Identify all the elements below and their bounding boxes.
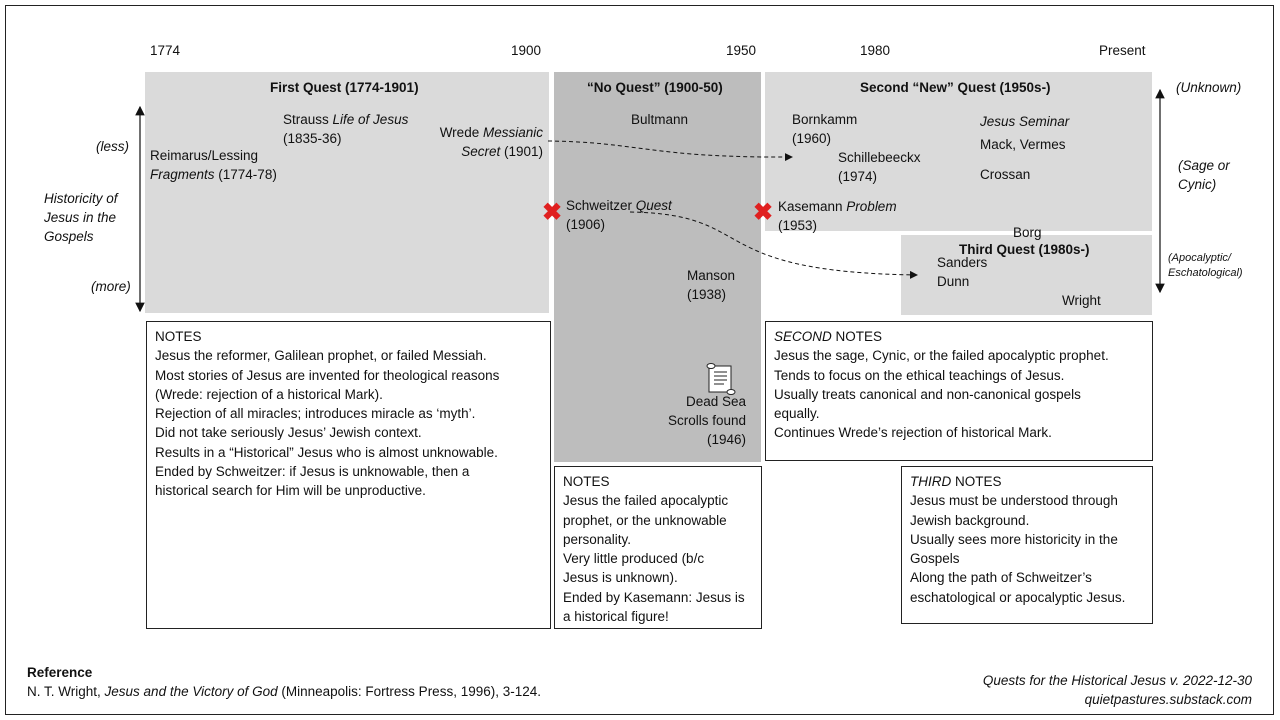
manson-entry: Manson (1938) (687, 268, 736, 302)
scroll-icon (706, 363, 736, 395)
footer-site: quietpastures.substack.com (1084, 692, 1252, 707)
third-quest-panel (901, 235, 1152, 315)
no-quest-notes-box: NOTES Jesus the failed apocalyptic proph… (554, 466, 762, 629)
second-quest-panel (765, 72, 1152, 231)
reference-heading: Reference (27, 665, 93, 680)
schillebeeckx-entry: Schillebeeckx (1974) (838, 150, 921, 184)
jesus-seminar-entry: Jesus Seminar (980, 114, 1070, 129)
axis-apocalyptic-label: (Apocalyptic/ Eschatological) (1168, 252, 1243, 279)
axis-unknown-label: (Unknown) (1176, 80, 1242, 95)
first-notes-box: NOTES Jesus the reformer, Galilean proph… (146, 321, 551, 629)
third-quest-title: Third Quest (1980s-) (959, 242, 1090, 257)
first-quest-title: First Quest (1774-1901) (270, 80, 419, 95)
bultmann-entry: Bultmann (631, 112, 689, 127)
wrede-arrow (547, 140, 793, 162)
no-quest-panel (554, 72, 761, 462)
footer-title: Quests for the Historical Jesus v. 2022-… (982, 673, 1252, 688)
axis-sage-label: (Sage or Cynic) (1178, 158, 1230, 192)
axis-historicity-label: Historicity of Jesus in the Gospels (44, 191, 118, 244)
kasemann-entry: Kasemann Problem (1953) (778, 199, 897, 233)
strauss-entry: Strauss Life of Jesus (1835-36) (283, 112, 409, 146)
outer-frame (5, 5, 1274, 715)
schweitzer-arrow (629, 211, 918, 279)
third-notes-heading: THIRD NOTES (910, 474, 1002, 489)
year-1980: 1980 (860, 43, 891, 58)
reference-citation: N. T. Wright, Jesus and the Victory of G… (27, 684, 542, 699)
third-notes-box: THIRD NOTES Jesus must be understood thr… (901, 466, 1153, 624)
dunn-entry: Dunn (937, 274, 970, 289)
first-quest-panel (145, 72, 549, 313)
axis-less-label: (less) (96, 139, 129, 154)
wrede-entry: Wrede Messianic Secret (1901) (439, 125, 543, 159)
dead-sea-scrolls-entry: Dead Sea Scrolls found (1946) (667, 394, 746, 447)
second-quest-title: Second “New” Quest (1950s-) (860, 80, 1051, 95)
second-notes-heading: SECOND NOTES (774, 329, 883, 344)
borg-entry: Borg (1013, 225, 1042, 240)
no-quest-title: “No Quest” (1900-50) (587, 80, 723, 95)
crossan-entry: Crossan (980, 167, 1031, 182)
cross-mark-icon: ✖ (542, 199, 563, 226)
schweitzer-entry: Schweitzer Quest (1906) (566, 198, 672, 232)
mack-vermes-entry: Mack, Vermes (980, 137, 1066, 152)
year-present: Present (1099, 43, 1146, 58)
no-quest-notes-heading: NOTES (563, 474, 610, 489)
bornkamm-entry: Bornkamm (1960) (792, 112, 858, 146)
first-notes-heading: NOTES (155, 329, 202, 344)
sanders-entry: Sanders (937, 255, 988, 270)
year-1950: 1950 (726, 43, 757, 58)
wright-entry: Wright (1062, 293, 1101, 308)
cross-mark-icon: ✖ (753, 199, 774, 226)
year-1774: 1774 (150, 43, 181, 58)
axis-more-label: (more) (91, 279, 131, 294)
year-1900: 1900 (511, 43, 542, 58)
reimarus-entry: Reimarus/Lessing Fragments (1774-78) (150, 148, 277, 182)
second-notes-box: SECOND NOTES Jesus the sage, Cynic, or t… (765, 321, 1153, 461)
